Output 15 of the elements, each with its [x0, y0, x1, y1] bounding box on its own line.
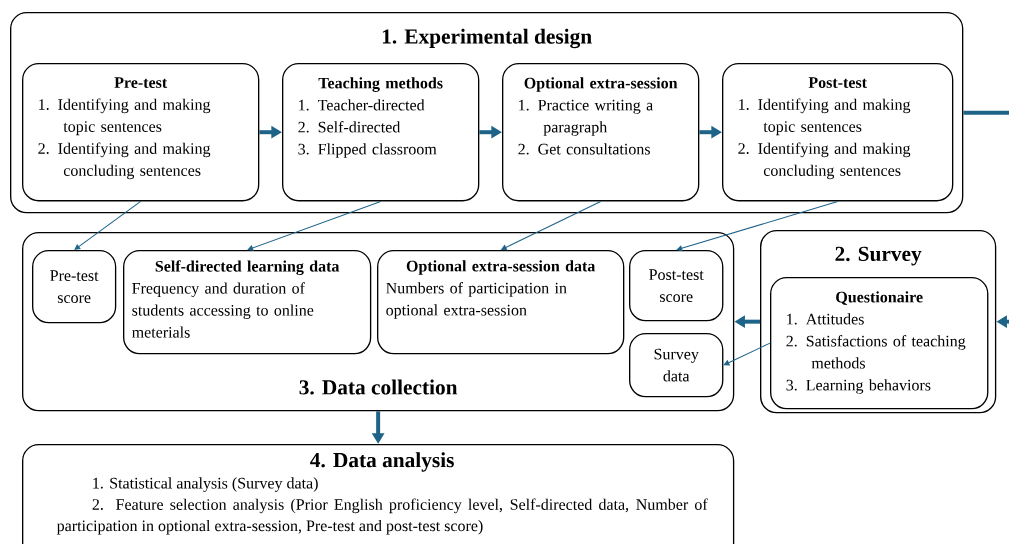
- step-box: Questionaire 1. Attitudes 2. Satisfactions of teaching methods 3. Learning behaviors: [770, 277, 989, 410]
- data-box: Optional extra-session data Numbers of participation in optional extra-session: [377, 250, 625, 355]
- arrow: [963, 110, 1009, 329]
- arrow: [723, 342, 771, 366]
- step-box: Pre-test 1. Identifying and making topic sentences 2. Identifying and making concluding sentences: [22, 63, 260, 202]
- data-box: Pre-test score: [32, 250, 117, 324]
- step-box: Post-test 1. Identifying and making topic sentences 2. Identifying and making concluding sentences: [722, 63, 954, 202]
- arrow: [247, 200, 382, 251]
- data-box: Survey data: [629, 333, 724, 398]
- step-box: Optional extra-session 1. Practice writing a paragraph 2. Get consultations: [502, 63, 700, 202]
- stage-box: 4. Data analysis 1. Statistical analysis (Survey data) 2. Feature selection analysis (Prior English proficiency level, Self-directed data, Number of participation in optional extra-session, Pre-test and post-test score): [22, 444, 735, 544]
- data-box: Self-directed learning data Frequency and duration of students accessing to online meterials: [123, 250, 372, 355]
- step-box: Teaching methods 1. Teacher-directed 2. Self-directed 3. Flipped classroom: [282, 63, 480, 202]
- arrow: [74, 200, 142, 250]
- data-box: Post-test score: [629, 250, 724, 322]
